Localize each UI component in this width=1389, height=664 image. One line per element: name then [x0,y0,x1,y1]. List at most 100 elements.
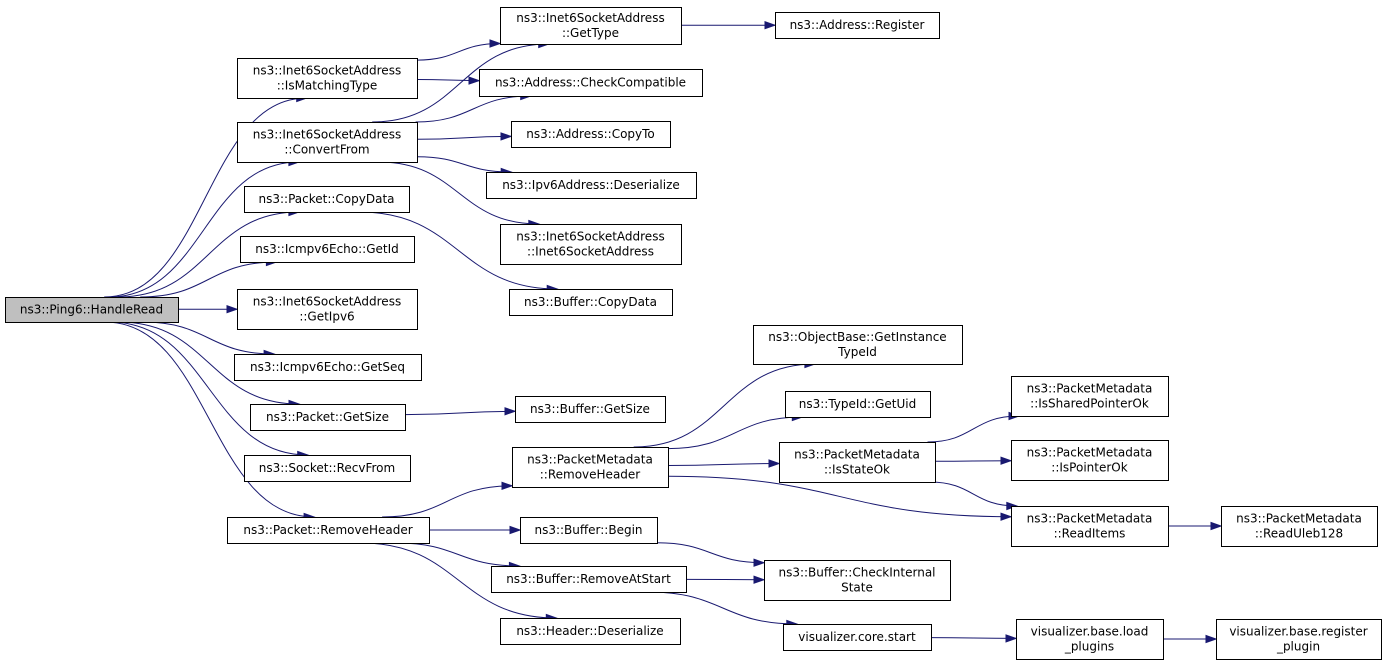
node-typeid-getuid[interactable]: ns3::TypeId::GetUid [785,391,931,418]
node-box [244,455,411,482]
edges-layer [104,20,1223,644]
edge-pm-isstateok-to-pm-ispointerok [934,456,1013,465]
node-box [500,224,682,265]
node-label: ns3::Packet::GetSize [266,410,389,424]
edge-pm-removeheader-to-pm-readitems [667,475,1013,521]
node-label: ns3::Inet6SocketAddress [253,64,401,78]
node-label: ns3::TypeId::GetUid [799,397,917,411]
node-box [500,618,681,645]
edge-handleread-to-getipv6 [177,304,239,314]
node-pm-isstateok[interactable]: ns3::PacketMetadata::IsStateOk [779,442,936,483]
node-socket-recvfrom[interactable]: ns3::Socket::RecvFrom [244,455,411,482]
node-icmp-getseq[interactable]: ns3::Icmpv6Echo::GetSeq [234,354,422,381]
node-vis-register-plugin[interactable]: visualizer.base.register_plugin [1216,619,1382,660]
node-label: _plugins [1064,640,1114,654]
node-pm-removeheader[interactable]: ns3::PacketMetadata::RemoveHeader [512,447,669,488]
node-label: ::RemoveHeader [540,468,641,482]
edge-pm-isstateok-to-pm-readitems [929,481,1019,511]
node-handleread[interactable]: ns3::Ping6::HandleRead [5,297,179,323]
node-label: ::ReadItems [1054,527,1126,541]
node-box [775,12,940,39]
node-box [509,289,673,316]
node-buffer-begin[interactable]: ns3::Buffer::Begin [520,517,658,544]
node-box [779,442,936,483]
node-box [5,297,179,323]
node-label: State [841,581,873,595]
edge-vis-load-plugins-to-vis-register-plugin [1162,634,1218,644]
node-label: ns3::Address::Register [790,18,925,32]
node-label: ns3::PacketMetadata [1236,512,1362,526]
node-buffer-removeatstart[interactable]: ns3::Buffer::RemoveAtStart [491,566,687,593]
node-packet-removeheader[interactable]: ns3::Packet::RemoveHeader [227,517,430,544]
node-label: ns3::PacketMetadata [1027,382,1153,396]
node-label: ns3::Packet::RemoveHeader [243,523,412,537]
edge-buffer-removeatstart-to-buffer-checkinternalstate [685,575,766,584]
node-box [764,560,951,601]
node-address-register[interactable]: ns3::Address::Register [775,12,940,39]
node-vis-load-plugins[interactable]: visualizer.base.load_plugins [1016,619,1164,660]
node-label: ns3::Buffer::GetSize [530,402,650,416]
edge-convertfrom-to-address-copyto [416,132,513,141]
edge-packet-removeheader-to-pm-removeheader [382,481,514,518]
node-pm-issharedpointerok[interactable]: ns3::PacketMetadata::IsSharedPointerOk [1011,376,1169,417]
node-label: ns3::Icmpv6Echo::GetId [255,242,399,256]
node-convertfrom[interactable]: ns3::Inet6SocketAddress::ConvertFrom [237,122,418,163]
node-pm-readuleb128[interactable]: ns3::PacketMetadata::ReadUleb128 [1221,506,1378,547]
edge-packet-removeheader-to-buffer-begin [428,525,522,535]
node-buffer-getsize[interactable]: ns3::Buffer::GetSize [515,396,666,423]
node-pm-readitems[interactable]: ns3::PacketMetadata::ReadItems [1011,506,1169,547]
edge-handleread-to-socket-recvfrom [110,321,310,460]
edge-buffer-begin-to-buffer-checkinternalstate [656,542,766,567]
node-box [240,236,415,263]
node-box [1216,619,1382,660]
node-label: _plugin [1276,640,1320,654]
node-label: ns3::ObjectBase::GetInstance [768,330,946,344]
node-ismatchingtype[interactable]: ns3::Inet6SocketAddress::IsMatchingType [237,58,418,99]
node-getipv6[interactable]: ns3::Inet6SocketAddress::GetIpv6 [237,289,418,330]
node-packet-getsize[interactable]: ns3::Packet::GetSize [250,404,406,431]
node-box [491,566,687,593]
node-label: visualizer.base.register [1229,625,1367,639]
edge-pm-readitems-to-pm-readuleb128 [1168,521,1223,531]
node-label: ::IsMatchingType [277,79,378,93]
node-box [1016,619,1164,660]
node-box [511,121,671,148]
node-label: ns3::Buffer::Begin [534,523,642,537]
nodes-layer: ns3::Ping6::HandleRead ns3::Inet6SocketAd… [5,7,1382,660]
node-box [783,624,932,651]
node-vis-core-start[interactable]: visualizer.core.start [783,624,932,651]
node-address-copyto[interactable]: ns3::Address::CopyTo [511,121,671,148]
node-label: ns3::Header::Deserialize [516,624,663,638]
edge-vis-core-start-to-vis-load-plugins [930,634,1018,643]
node-address-checkcompatible[interactable]: ns3::Address::CheckCompatible [479,69,703,97]
edge-handleread-to-convertfrom [109,157,301,298]
edge-pm-removeheader-to-pm-isstateok [667,459,781,468]
node-box [237,58,418,99]
node-label: ::ReadUleb128 [1255,527,1343,541]
node-box [234,354,422,381]
edge-ismatchingtype-to-gettype [416,39,502,61]
node-label: visualizer.base.load [1031,625,1149,639]
edge-pm-isstateok-to-pm-issharedpointerok [927,411,1021,443]
node-label: ns3::PacketMetadata [1027,512,1153,526]
node-label: ns3::Ping6::HandleRead [20,303,163,317]
node-gettype[interactable]: ns3::Inet6SocketAddress::GetType [500,7,682,45]
node-box [1011,506,1169,547]
edge-ismatchingtype-to-address-checkcompatible [416,76,481,85]
node-header-deserialize[interactable]: ns3::Header::Deserialize [500,618,681,645]
node-box [515,396,666,423]
node-label: ns3::Inet6SocketAddress [516,11,664,25]
node-icmp-getid[interactable]: ns3::Icmpv6Echo::GetId [240,236,415,263]
node-box [250,404,406,431]
edge-packet-getsize-to-buffer-getsize [404,407,517,416]
node-buffer-copydata[interactable]: ns3::Buffer::CopyData [509,289,673,316]
node-box [237,122,418,163]
node-inet6-ctor[interactable]: ns3::Inet6SocketAddress::Inet6SocketAddr… [500,224,682,265]
node-packet-copydata[interactable]: ns3::Packet::CopyData [244,186,410,213]
node-ipv6address-deserialize[interactable]: ns3::Ipv6Address::Deserialize [486,172,697,199]
node-pm-ispointerok[interactable]: ns3::PacketMetadata::IsPointerOk [1011,440,1169,481]
node-box [512,447,669,488]
